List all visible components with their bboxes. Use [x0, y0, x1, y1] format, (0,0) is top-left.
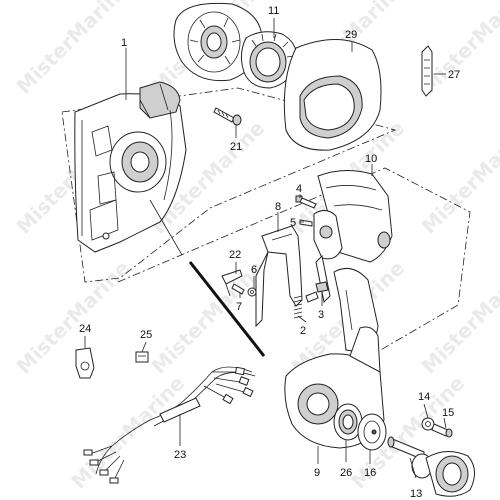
callout-8: 8	[275, 201, 281, 213]
part-24-terminal	[75, 347, 95, 379]
callout-14: 14	[418, 391, 430, 403]
callout-11: 11	[268, 5, 279, 17]
part-11-plate	[173, 2, 263, 82]
part-3-pin	[305, 281, 329, 303]
watermark-text: MisterMarine	[67, 371, 190, 494]
part-22-bracket	[221, 269, 243, 297]
part-4-bolt	[295, 195, 317, 209]
cable-rod	[188, 261, 266, 357]
part-15-bolt	[431, 423, 453, 438]
callout-29: 29	[345, 29, 357, 41]
callout-2: 2	[300, 325, 306, 337]
part-8-lever	[255, 225, 303, 328]
part-29-cover	[283, 39, 382, 151]
callout-labels: 1 2 3 4 5 6 7 8 9 10 11 13 14 15 16 21 2…	[79, 5, 460, 500]
part-25-connector	[135, 351, 149, 363]
leader-lines	[84, 18, 447, 479]
part-1-housing	[74, 81, 187, 253]
callout-26: 26	[340, 467, 352, 479]
callout-25: 25	[140, 329, 152, 341]
part-7-screw	[231, 283, 245, 295]
part-23-harness	[83, 366, 256, 484]
watermark-text: MisterMarine	[417, 116, 500, 239]
part-21-screw	[213, 107, 242, 126]
callout-22: 22	[229, 249, 241, 261]
callout-3: 3	[318, 309, 324, 321]
callout-16: 16	[364, 467, 376, 479]
callout-1: 1	[121, 37, 127, 49]
callout-4: 4	[296, 183, 302, 195]
watermark-text: MisterMarine	[417, 256, 500, 379]
callout-15: 15	[442, 407, 454, 419]
watermark-text: MisterMarine	[12, 256, 135, 379]
part-27-clip	[421, 45, 433, 97]
part-5-pin	[299, 219, 313, 227]
callout-27: 27	[448, 69, 460, 81]
callout-5: 5	[290, 217, 296, 229]
callout-21: 21	[230, 141, 242, 153]
shaft-line	[149, 199, 183, 256]
watermark-text: MisterMarine	[12, 0, 135, 99]
part-13-knob	[387, 436, 475, 497]
callout-23: 23	[174, 449, 186, 461]
part-2-spring	[293, 295, 303, 319]
part-11-ring	[240, 31, 298, 89]
part-16-disc	[357, 413, 387, 451]
callout-10: 10	[365, 153, 377, 165]
callout-7: 7	[236, 301, 242, 313]
assembly-boundary	[61, 87, 397, 283]
callout-6: 6	[251, 264, 257, 276]
callout-24: 24	[79, 323, 91, 335]
part-26-ring	[333, 403, 363, 441]
callout-13: 13	[410, 488, 422, 500]
callout-9: 9	[314, 467, 320, 479]
assembly-boundary-lower	[117, 167, 471, 399]
part-6-washer	[247, 287, 257, 297]
